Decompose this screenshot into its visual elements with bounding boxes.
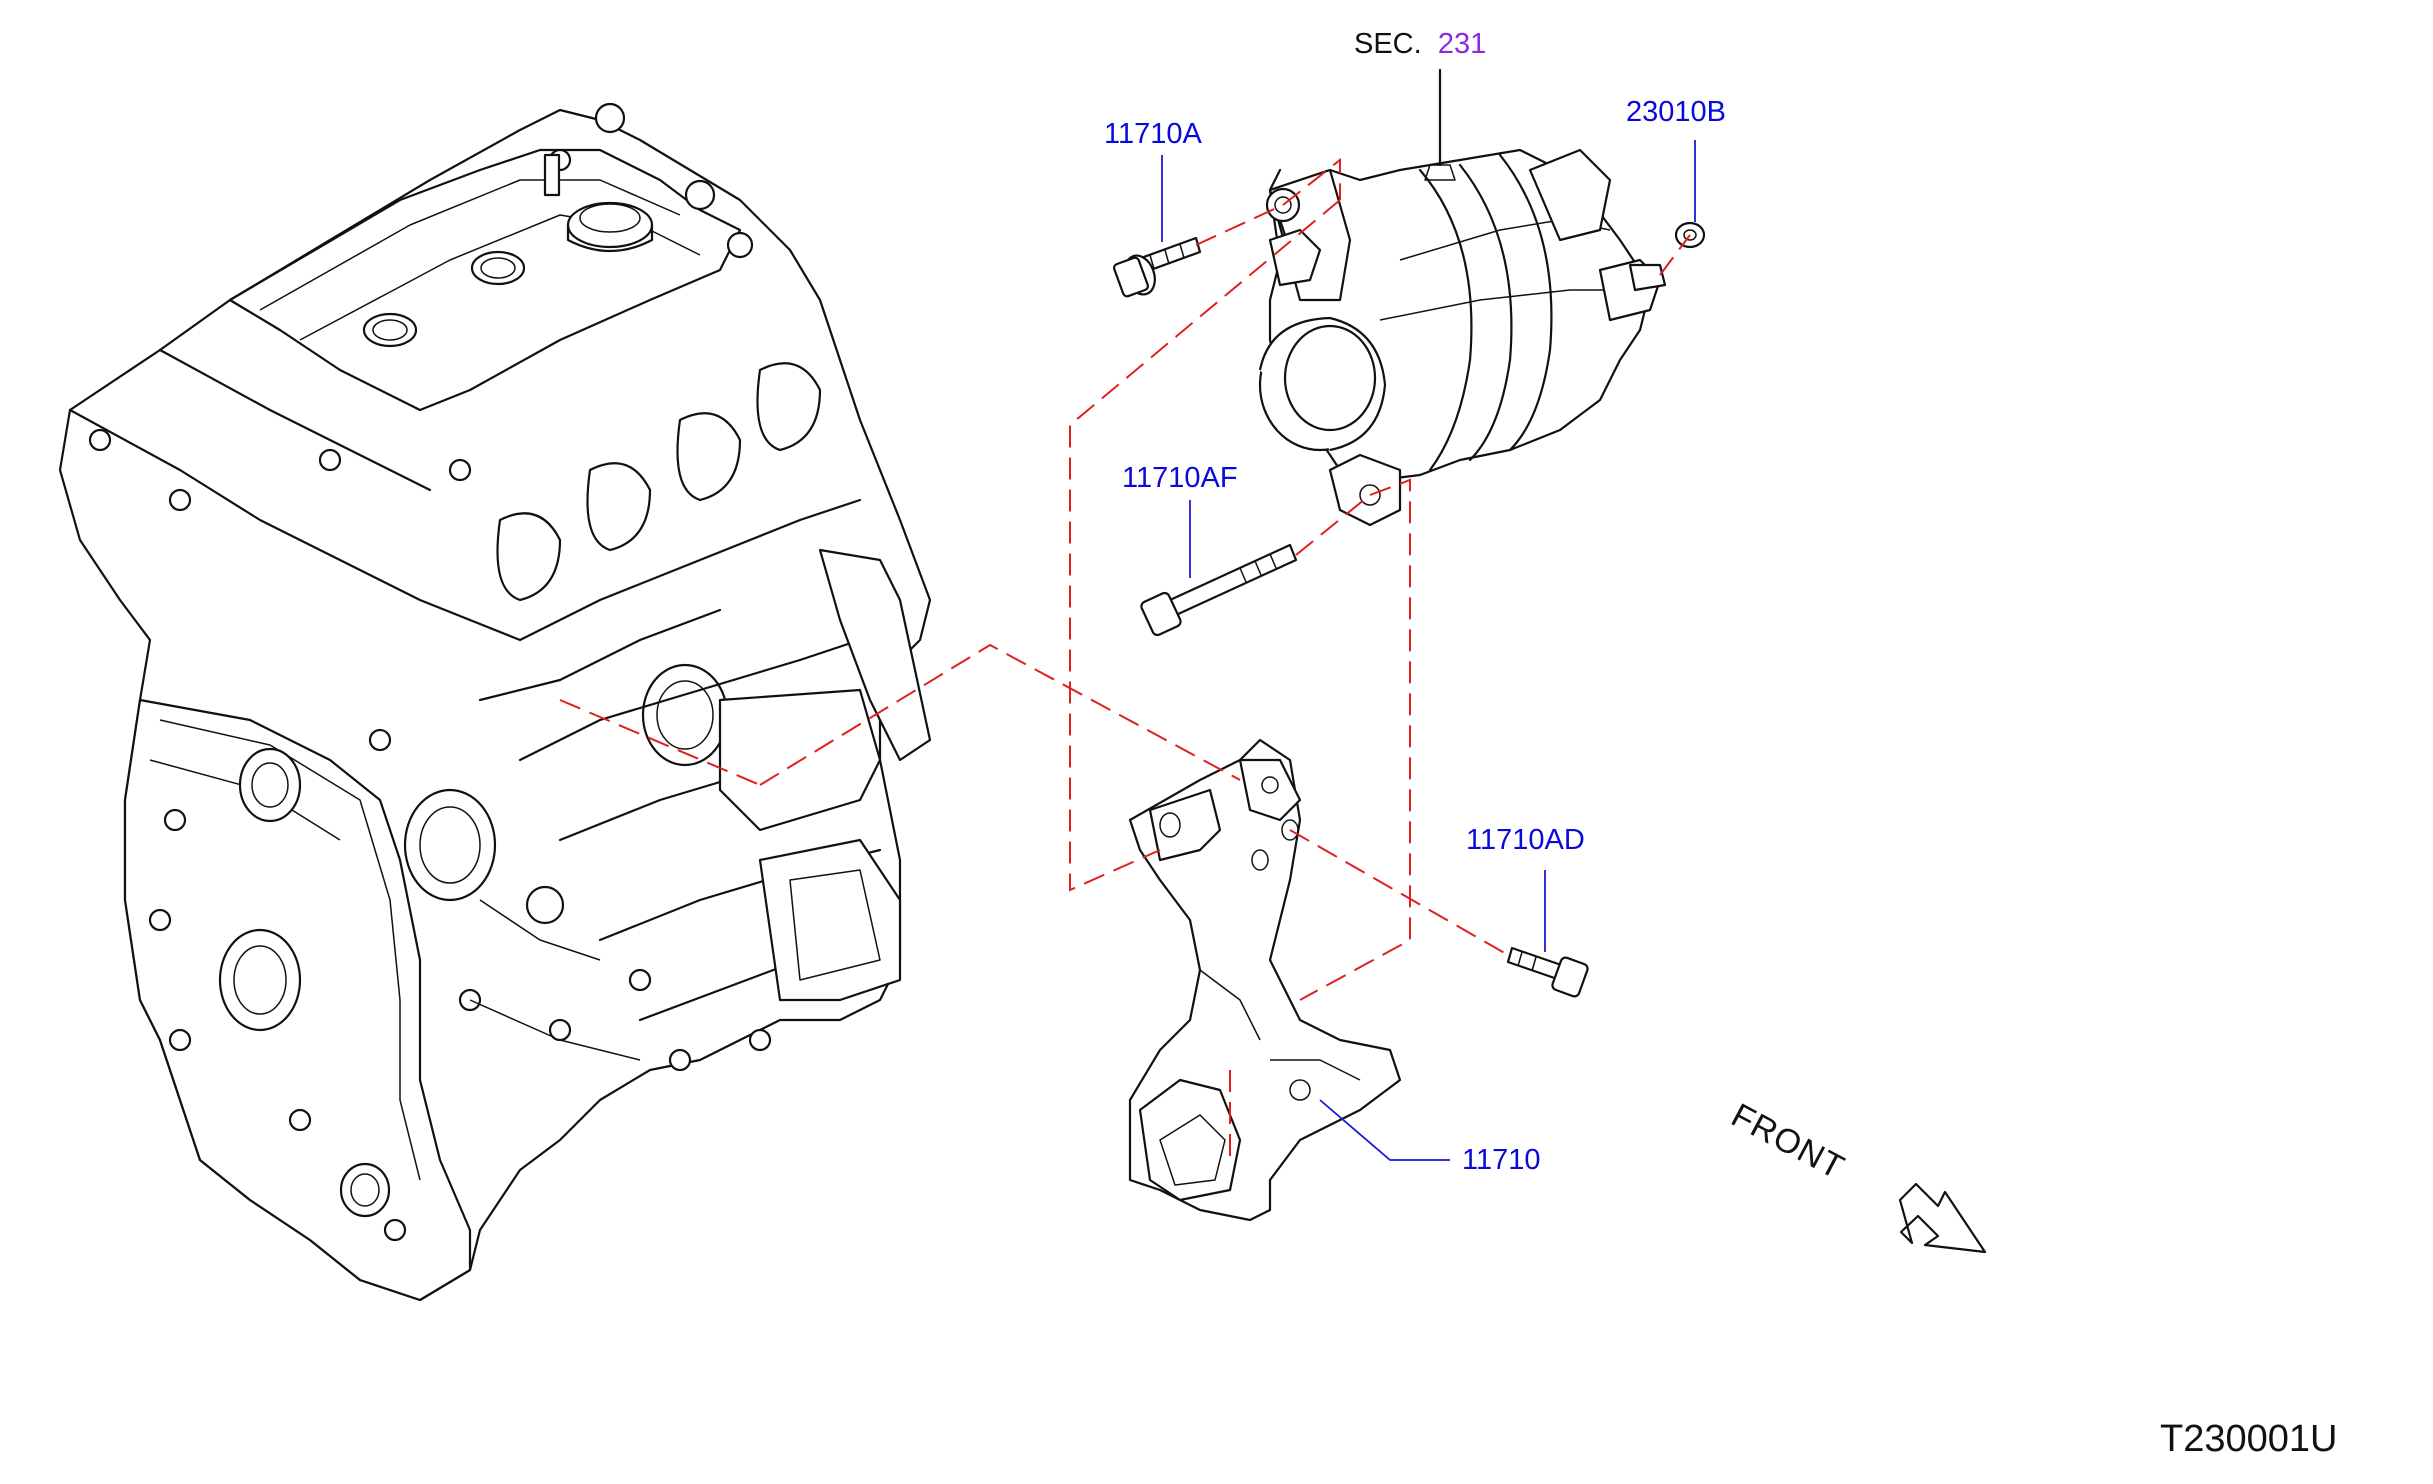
callout-leaders — [1161, 140, 1696, 1161]
figure-code: T230001U — [2160, 1418, 2338, 1460]
section-number-link[interactable]: 231 — [1437, 28, 1487, 60]
callout-11710AF[interactable]: 11710AF — [1122, 462, 1238, 494]
callout-23010B[interactable]: 23010B — [1626, 96, 1726, 128]
callout-11710AD[interactable]: 11710AD — [1466, 824, 1585, 856]
bolt-11710A-drawing — [1112, 236, 1202, 298]
engine-block-drawing — [58, 102, 932, 1302]
callout-11710A[interactable]: 11710A — [1104, 118, 1202, 150]
section-reference[interactable]: SEC. 231 — [1354, 30, 1486, 59]
alternator-drawing — [1258, 68, 1667, 527]
assembly-guide-lines — [559, 157, 1691, 1160]
bracket-drawing — [1128, 738, 1402, 1222]
bolt-11710AD-drawing — [1506, 946, 1589, 998]
callout-11710[interactable]: 11710 — [1462, 1144, 1541, 1176]
section-prefix: SEC. — [1354, 28, 1422, 60]
front-arrow-icon — [1898, 1182, 1987, 1254]
bolt-11710AF-drawing — [1140, 543, 1298, 637]
